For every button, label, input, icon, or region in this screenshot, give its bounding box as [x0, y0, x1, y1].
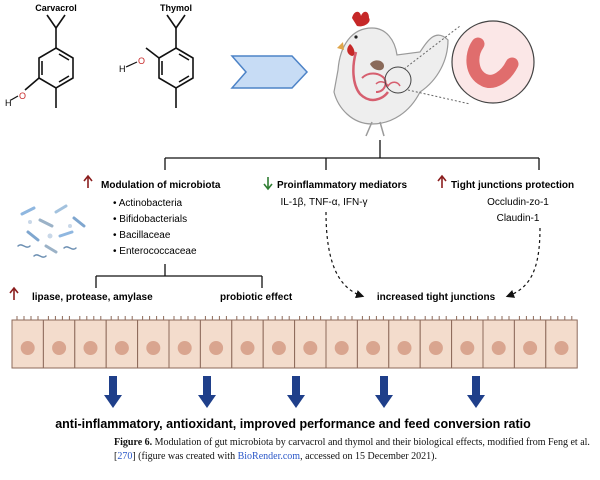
cell-nucleus: [334, 341, 349, 355]
up-arrow-icon: [437, 174, 447, 188]
chicken-icon: [333, 11, 449, 137]
probiotic-text: probiotic effect: [220, 292, 293, 303]
cell-nucleus: [523, 341, 538, 355]
intestine-icon: [451, 20, 535, 104]
inflammation-detail: IL-1β, TNF-α, IFN-γ: [280, 197, 367, 208]
cell-nucleus: [146, 341, 161, 355]
down-arrow-icon: [263, 177, 273, 191]
zoom-line-bottom: [407, 89, 471, 105]
bacteria-icon: [17, 204, 86, 258]
caption-text: ] (figure was created with: [132, 451, 238, 462]
big-down-arrow-icon: [287, 376, 305, 408]
thymol-o-atom: O: [138, 56, 145, 66]
dashed-arrow-inflammation: [325, 211, 365, 299]
cell-nucleus: [83, 341, 98, 355]
caption-text: , accessed on 15 December 2021).: [300, 451, 437, 462]
cell-nucleus: [491, 341, 506, 355]
big-down-arrow-icon: [104, 376, 122, 408]
up-arrow-icon: [83, 174, 93, 188]
thymol-h-atom: H: [119, 64, 126, 74]
dashed-arrow-tight-junctions: [505, 227, 541, 298]
cell-nucleus: [177, 341, 192, 355]
final-outcome-text: anti-inflammatory, antioxidant, improved…: [55, 417, 531, 431]
thymol-molecule: [145, 14, 194, 108]
figure-caption: Figure 6. Modulation of gut microbiota b…: [114, 436, 590, 464]
big-down-arrow-icon: [375, 376, 393, 408]
microbiota-item: • Bifidobacterials: [113, 214, 187, 225]
cell-nucleus: [554, 341, 569, 355]
caption-reference-link[interactable]: 270: [117, 451, 133, 462]
cell-nucleus: [240, 341, 255, 355]
inflammation-title: Proinflammatory mediators: [277, 180, 407, 191]
tight-junctions-title: Tight junctions protection: [451, 180, 574, 191]
cell-nucleus: [271, 341, 286, 355]
enzymes-text: lipase, protease, amylase: [32, 292, 153, 303]
microbiota-item: • Actinobacteria: [113, 198, 183, 209]
cell-nucleus: [303, 341, 318, 355]
cell-nucleus: [366, 341, 381, 355]
microbiota-item: • Bacillaceae: [113, 230, 171, 241]
tight-junction-item: Claudin-1: [497, 213, 540, 224]
chevron-arrow-icon: [230, 55, 309, 89]
cell-nucleus: [20, 341, 35, 355]
cell-nucleus: [397, 341, 412, 355]
cell-nucleus: [114, 341, 129, 355]
biorender-link[interactable]: BioRender.com: [237, 451, 301, 462]
cell-nucleus: [460, 341, 475, 355]
thymol-oh-bond: [125, 61, 138, 68]
microbiota-item: • Enterococcaceae: [113, 246, 197, 257]
microbiota-title: Modulation of microbiota: [101, 180, 221, 191]
carvacrol-o-atom: O: [19, 91, 26, 101]
microbiota-bracket: [95, 264, 263, 288]
big-arrow-group: [104, 376, 485, 408]
caption-text: Modulation of gut microbiota by carvacro…: [114, 437, 590, 462]
big-down-arrow-icon: [198, 376, 216, 408]
cell-nucleus: [209, 341, 224, 355]
carvacrol-molecule: [24, 14, 74, 108]
caption-lead: Figure 6.: [114, 437, 153, 448]
tight-junctions-outcome: increased tight junctions: [377, 292, 496, 303]
cell-nucleus: [52, 341, 67, 355]
thymol-label: Thymol: [160, 3, 192, 13]
up-arrow-icon: [9, 286, 19, 300]
tight-junction-item: Occludin-zo-1: [487, 197, 549, 208]
carvacrol-label: Carvacrol: [35, 3, 77, 13]
cell-nucleus: [428, 341, 443, 355]
carvacrol-h-atom: H: [5, 98, 12, 108]
big-down-arrow-icon: [467, 376, 485, 408]
effects-bracket: [164, 140, 540, 170]
carvacrol-oh-bond: [10, 95, 19, 101]
epithelial-cell-layer: [11, 316, 578, 369]
